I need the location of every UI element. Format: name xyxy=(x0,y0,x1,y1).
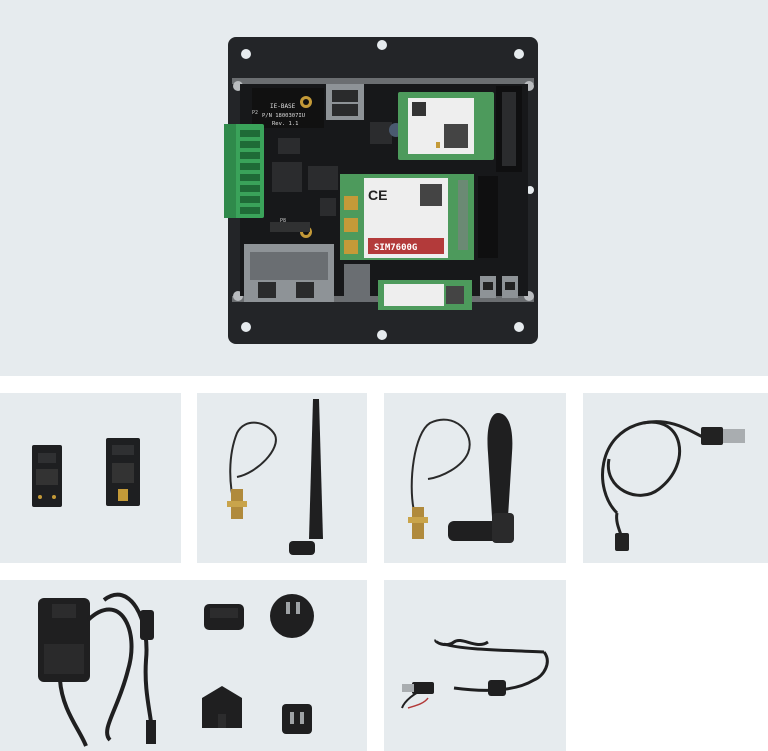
adapter-boards-panel xyxy=(0,393,181,563)
adapter-board-right xyxy=(106,438,140,506)
usb-a-plug-icon xyxy=(701,427,745,445)
modem-module: CE SIM7600G xyxy=(340,174,474,260)
dc-cable-panel xyxy=(384,580,566,751)
wifi-antenna-panel xyxy=(197,393,367,563)
eu-plug-icon xyxy=(204,604,244,630)
power-adapter xyxy=(38,598,90,682)
connector-p2-label: P2 xyxy=(252,110,258,116)
part-number-label: P/N 1800307IU xyxy=(262,113,305,119)
ethernet-port-icon xyxy=(244,244,334,302)
usb-port-icon xyxy=(326,84,364,120)
wifi-antenna-image xyxy=(227,399,323,555)
main-board-panel: IE-BASE P/N 1800307IU Rev. 1.1 P2 P8 xyxy=(0,0,768,376)
connector-p8-label: P8 xyxy=(280,218,286,224)
main-board-image: IE-BASE P/N 1800307IU Rev. 1.1 P2 P8 xyxy=(224,37,538,344)
terminal-block xyxy=(224,124,264,218)
lte-antenna-image xyxy=(408,413,514,543)
lte-antenna-panel xyxy=(384,393,566,563)
power-supply-panel xyxy=(0,580,367,751)
sma-connector-icon xyxy=(408,507,428,539)
power-supply-image xyxy=(38,592,314,747)
usb-cable-panel xyxy=(583,393,768,563)
base-name-label: IE-BASE xyxy=(270,103,296,110)
dc-cable-image xyxy=(401,638,549,709)
wifi-module xyxy=(398,92,494,160)
revision-label: Rev. 1.1 xyxy=(272,121,299,127)
modem-model-label: SIM7600G xyxy=(374,243,417,253)
sma-connector-icon xyxy=(227,489,247,519)
au-plug-icon xyxy=(270,594,314,638)
uk-plug-icon xyxy=(202,686,242,728)
usb-cable-image xyxy=(601,420,745,551)
ce-mark: CE xyxy=(368,187,387,203)
adapter-boards-image xyxy=(32,438,140,507)
adapter-board-left xyxy=(32,445,62,507)
us-plug-icon xyxy=(282,704,312,734)
